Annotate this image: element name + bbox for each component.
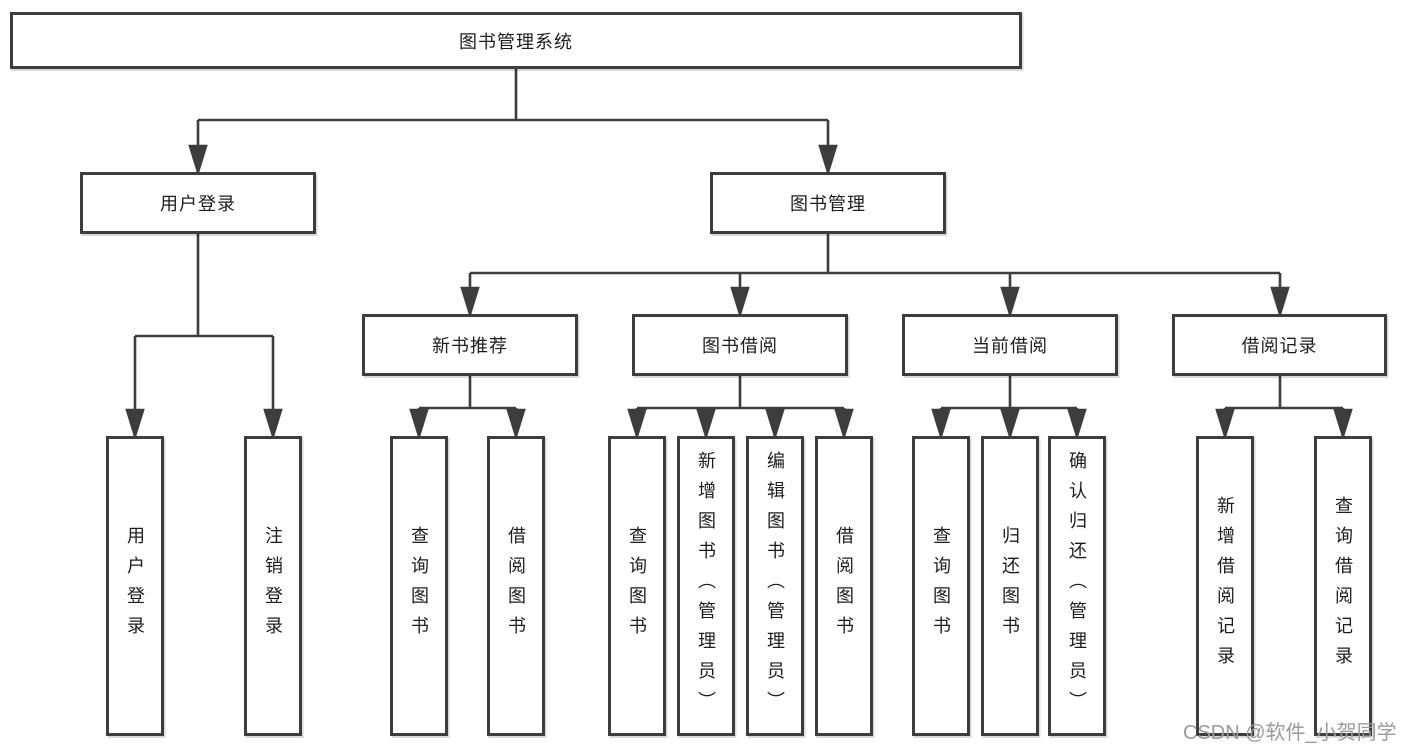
node-label: 新书推荐 xyxy=(432,336,508,356)
leaf-borrow-books: 借阅图书 xyxy=(815,436,873,736)
node-label: 借阅图书 xyxy=(834,526,854,646)
node-book-borrowing: 图书借阅 xyxy=(632,314,848,376)
arrow-down-icon xyxy=(188,120,208,177)
arrow-down-icon xyxy=(1000,408,1020,441)
leaf-logout: 注销登录 xyxy=(244,436,302,736)
arrow-down-icon xyxy=(931,408,951,441)
node-label: 编辑图书（管理员） xyxy=(765,451,785,721)
tree-branch-lines xyxy=(135,68,1343,410)
node-label: 借阅图书 xyxy=(506,526,526,646)
arrow-down-icon xyxy=(263,336,283,441)
leaf-borrow-books-recommendation: 借阅图书 xyxy=(487,436,545,736)
node-borrowing-records: 借阅记录 xyxy=(1172,314,1387,376)
arrow-down-icon xyxy=(730,273,750,319)
node-label: 查询图书 xyxy=(409,526,429,646)
leaf-add-borrowing-record: 新增借阅记录 xyxy=(1196,436,1254,736)
arrow-down-icon xyxy=(1000,273,1020,319)
node-current-borrowing: 当前借阅 xyxy=(902,314,1118,376)
leaf-query-books-recommendation: 查询图书 xyxy=(390,436,448,736)
node-label: 用户登录 xyxy=(160,194,236,214)
csdn-watermark: CSDN @软件_小贺同学 xyxy=(1183,722,1397,744)
node-label: 注销登录 xyxy=(263,526,283,646)
arrow-down-icon xyxy=(765,408,785,441)
arrow-down-icon xyxy=(818,120,838,177)
node-label: 归还图书 xyxy=(1000,526,1020,646)
node-book-management: 图书管理 xyxy=(710,172,946,234)
node-label: 借阅记录 xyxy=(1241,336,1318,356)
node-label: 图书借阅 xyxy=(702,336,778,356)
leaf-add-books-admin: 新增图书（管理员） xyxy=(677,436,735,736)
node-user-login: 用户登录 xyxy=(80,172,316,234)
node-label: 确认归还（管理员） xyxy=(1067,451,1087,721)
leaf-confirm-return-admin: 确认归还（管理员） xyxy=(1048,436,1106,736)
node-label: 当前借阅 xyxy=(972,336,1048,356)
arrow-down-icon xyxy=(409,408,429,441)
node-label: 图书管理 xyxy=(790,194,866,214)
node-label: 新增图书（管理员） xyxy=(696,451,716,721)
arrow-down-icon xyxy=(834,408,854,441)
node-label: 用户登录 xyxy=(125,526,145,646)
node-label: 查询图书 xyxy=(931,526,951,646)
leaf-user-login: 用户登录 xyxy=(106,436,164,736)
arrow-down-icon xyxy=(460,273,480,319)
arrow-down-icon xyxy=(1270,273,1290,319)
leaf-return-books: 归还图书 xyxy=(981,436,1039,736)
node-new-book-recommendation: 新书推荐 xyxy=(362,314,578,376)
arrow-down-icon xyxy=(506,408,526,441)
arrow-down-icon xyxy=(1333,408,1353,441)
leaf-query-books-borrowing: 查询图书 xyxy=(608,436,666,736)
leaf-query-books-current: 查询图书 xyxy=(912,436,970,736)
node-label: 图书管理系统 xyxy=(459,31,573,52)
leaf-edit-books-admin: 编辑图书（管理员） xyxy=(746,436,804,736)
leaf-query-borrowing-record: 查询借阅记录 xyxy=(1314,436,1372,736)
node-label: 新增借阅记录 xyxy=(1215,496,1235,676)
arrow-down-icon xyxy=(1067,408,1087,441)
node-library-management-system: 图书管理系统 xyxy=(10,12,1022,69)
node-label: 查询图书 xyxy=(627,526,647,646)
arrow-down-icon xyxy=(627,408,647,441)
arrow-down-icon xyxy=(125,336,145,441)
arrow-down-icon xyxy=(1215,408,1235,441)
arrow-down-icon xyxy=(696,408,716,441)
node-label: 查询借阅记录 xyxy=(1333,496,1353,676)
